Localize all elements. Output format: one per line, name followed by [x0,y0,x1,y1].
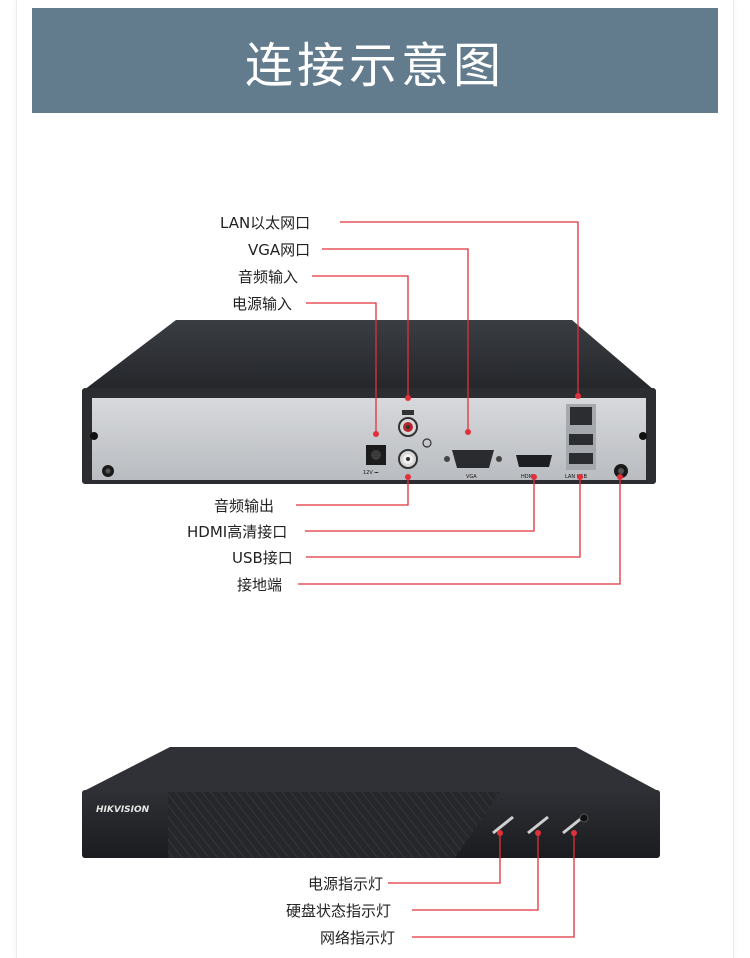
label-audio-in: 音频输入 [238,268,298,286]
label-audio-out: 音频输出 [214,497,274,515]
ground-terminal-left [102,465,114,477]
screw-left [90,432,98,440]
label-ground: 接地端 [237,576,282,594]
back-callout-dots [373,393,623,480]
ground-terminal-right [614,464,628,478]
audio-out-rca [398,449,418,469]
dc-power-jack: 12V ⎓ [363,445,386,476]
page-title: 连接示意图 [244,37,505,94]
chassis-ground-symbol [422,438,432,448]
chassis-top [84,320,654,390]
nvr-front-view: HIKVISION [82,747,660,858]
callout-line-usb [306,477,581,558]
usb-port-2 [569,453,593,464]
lan-usb-stack: LAN USB [565,404,596,480]
callout-line-power-in [306,302,377,434]
rear-panel-plate [92,398,646,480]
vga-port-mark: VGA [466,474,477,480]
callout-line-power-led [388,833,501,884]
audio-in-rca [398,410,418,437]
title-banner: 连接示意图 [32,8,718,113]
lan-usb-port-mark: LAN USB [565,474,587,480]
label-vga-port: VGA网口 [248,241,310,259]
label-hdd-led: 硬盘状态指示灯 [286,902,391,920]
callout-line-vga [322,248,469,432]
callout-line-ground [298,477,621,585]
usb-port-1 [569,434,593,445]
back-callouts [296,221,621,585]
callout-line-lan [340,221,579,396]
callout-line-net-led [412,833,575,938]
label-usb: USB接口 [232,549,293,567]
front-callouts [388,833,575,938]
dc-port-mark: 12V ⎓ [363,470,378,476]
screw-right [639,432,647,440]
label-power-led: 电源指示灯 [308,875,383,893]
led-indicators [492,815,584,835]
hdmi-port-mark: HDMI [521,474,534,480]
lan-port [570,407,592,425]
hdmi-port: HDMI [516,455,552,480]
vga-port: VGA [444,450,502,480]
label-power-in: 电源输入 [232,295,292,313]
front-button-icon [579,813,589,823]
label-net-led: 网络指示灯 [320,929,395,947]
callout-line-audio-in [312,275,409,398]
net-led [562,815,584,835]
power-led [492,815,514,835]
front-callout-dots [497,830,577,836]
callout-line-hdmi [305,477,535,532]
hdd-led [527,815,549,835]
label-hdmi: HDMI高清接口 [187,523,287,541]
nvr-back-view: 12V ⎓ VGA HDMI [82,320,656,484]
brand-logo: HIKVISION [96,805,150,815]
callout-line-hdd-led [412,833,539,911]
label-lan-port: LAN以太网口 [220,214,310,232]
callout-line-audio-out [296,477,409,506]
front-hatched-section [168,792,500,858]
front-chassis-top [82,747,660,792]
